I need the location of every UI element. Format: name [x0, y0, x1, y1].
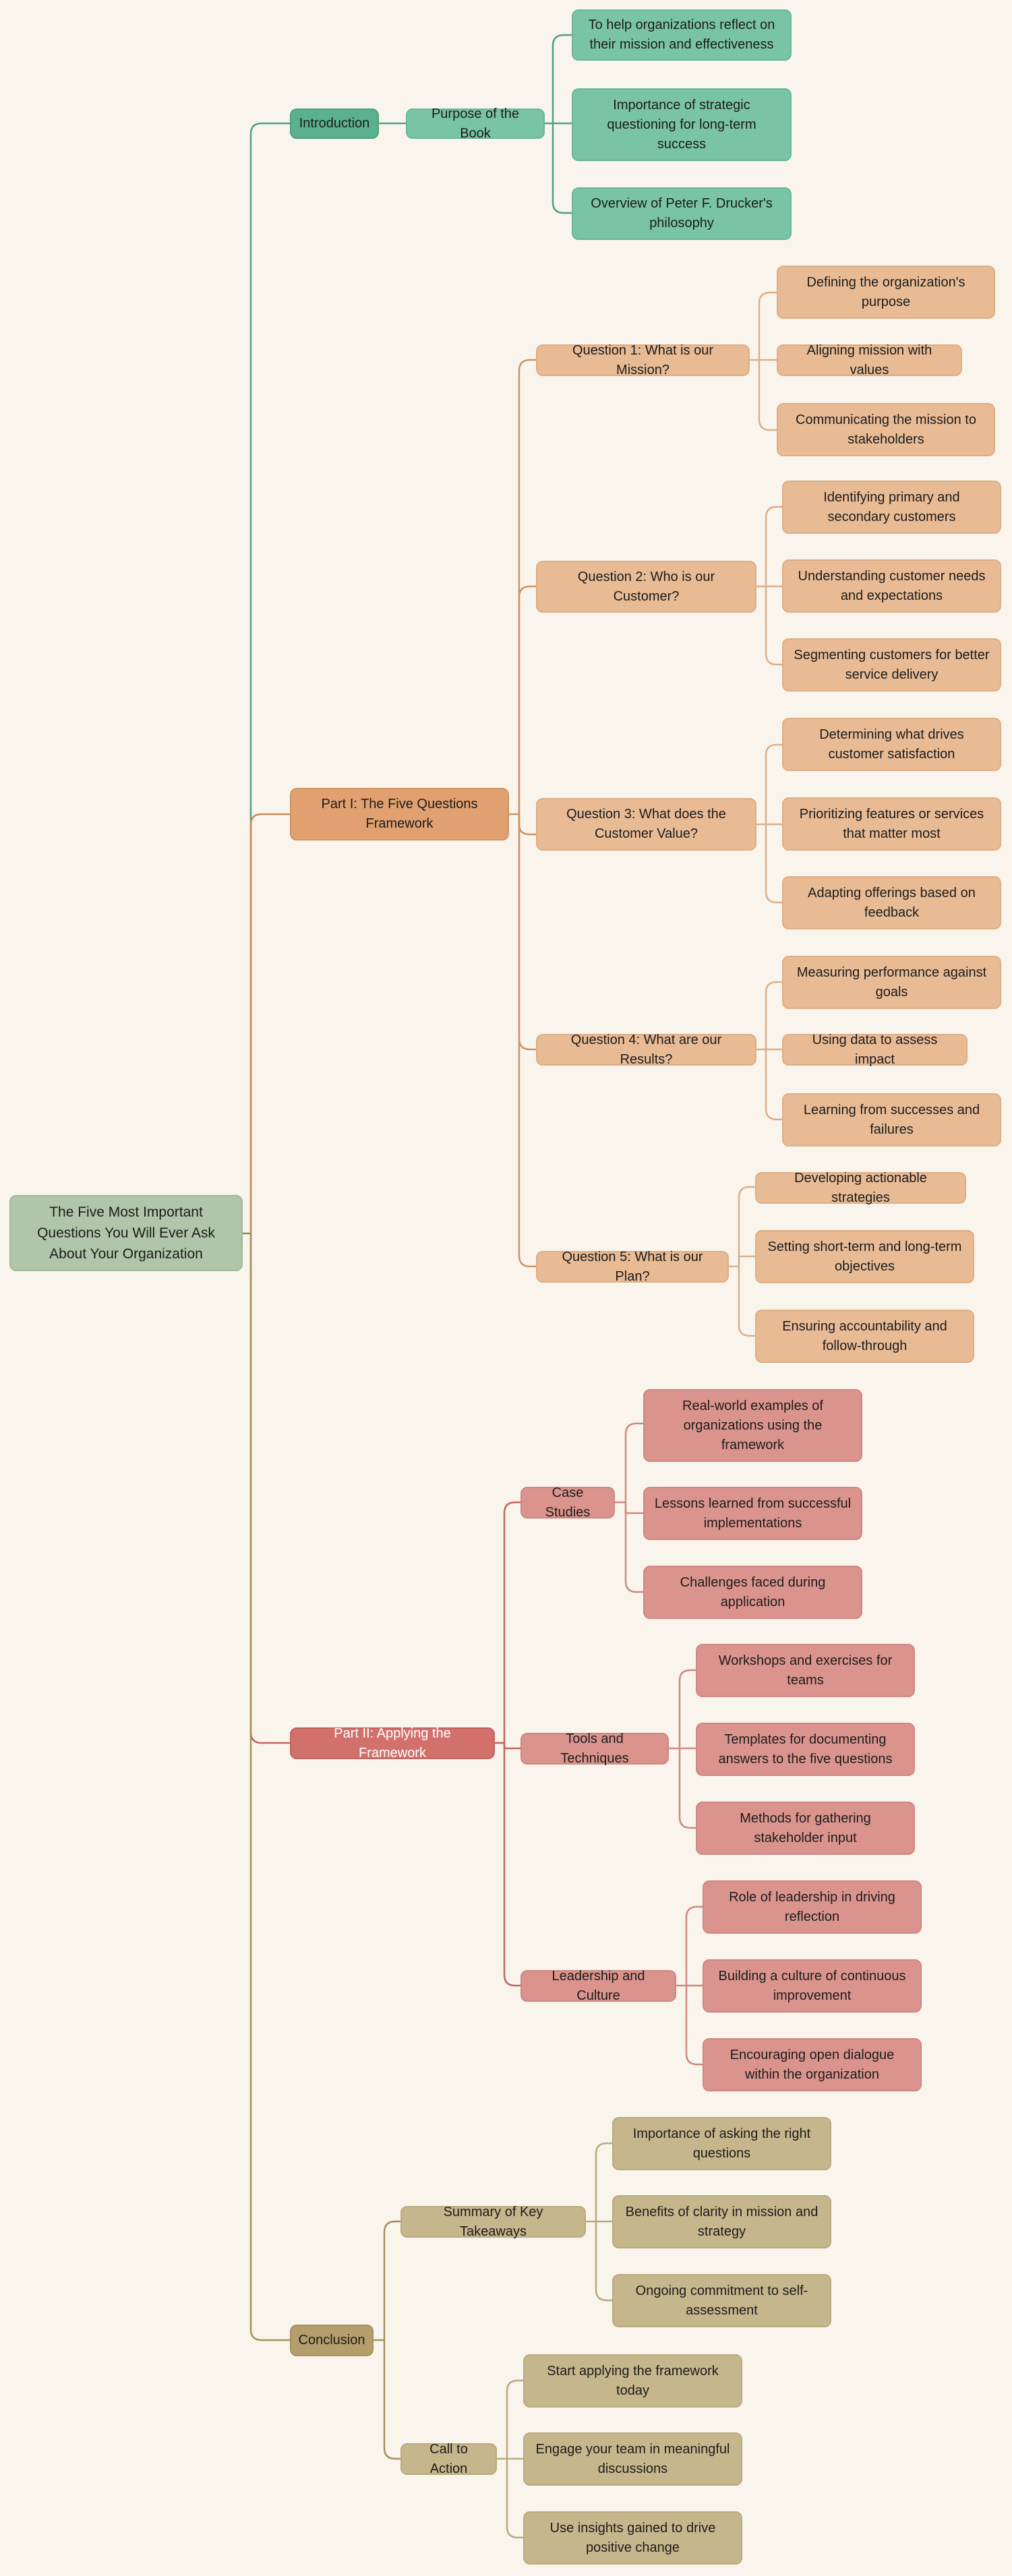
topic-tools-and-techniques[interactable]: Tools and Techniques — [520, 1731, 669, 1766]
subtopic-right-questions[interactable]: Importance of asking the right questions — [612, 2117, 831, 2170]
subtopic-learning-successes[interactable]: Learning from successes and failures — [782, 1093, 1001, 1146]
topic-question-4[interactable]: Question 4: What are our Results? — [536, 1033, 756, 1067]
subtopic-drucker-philosophy[interactable]: Overview of Peter F. Drucker's philosoph… — [572, 187, 792, 240]
topic-purpose-of-the-book[interactable]: Purpose of the Book — [406, 106, 545, 141]
subtopic-challenges-faced[interactable]: Challenges faced during application — [643, 1566, 862, 1619]
subtopic-segmenting-customers[interactable]: Segmenting customers for better service … — [782, 638, 1001, 692]
subtopic-strategic-questioning[interactable]: Importance of strategic questioning for … — [572, 88, 792, 161]
subtopic-gathering-input[interactable]: Methods for gathering stakeholder input — [696, 1802, 915, 1855]
branch-part-two[interactable]: Part II: Applying the Framework — [290, 1726, 495, 1760]
subtopic-clarity-benefits[interactable]: Benefits of clarity in mission and strat… — [612, 2195, 831, 2248]
subtopic-culture-improvement[interactable]: Building a culture of continuous improve… — [703, 1959, 922, 2013]
subtopic-customer-satisfaction[interactable]: Determining what drives customer satisfa… — [782, 718, 1001, 771]
branch-conclusion[interactable]: Conclusion — [290, 2325, 374, 2356]
subtopic-reflect-on-mission[interactable]: To help organizations reflect on their m… — [572, 9, 792, 61]
subtopic-workshops[interactable]: Workshops and exercises for teams — [696, 1644, 915, 1697]
branch-part-one[interactable]: Part I: The Five Questions Framework — [290, 788, 509, 840]
topic-question-1[interactable]: Question 1: What is our Mission? — [536, 343, 750, 377]
subtopic-measuring-performance[interactable]: Measuring performance against goals — [782, 956, 1001, 1009]
subtopic-actionable-strategies[interactable]: Developing actionable strategies — [755, 1171, 966, 1205]
subtopic-role-of-leadership[interactable]: Role of leadership in driving reflection — [703, 1880, 922, 1934]
subtopic-self-assessment[interactable]: Ongoing commitment to self-assessment — [612, 2274, 831, 2327]
topic-question-5[interactable]: Question 5: What is our Plan? — [536, 1250, 729, 1284]
subtopic-setting-objectives[interactable]: Setting short-term and long-term objecti… — [755, 1230, 974, 1283]
root-topic[interactable]: The Five Most Important Questions You Wi… — [9, 1195, 243, 1271]
topic-call-to-action[interactable]: Call to Action — [400, 2442, 497, 2476]
subtopic-ensuring-accountability[interactable]: Ensuring accountability and follow-throu… — [755, 1310, 974, 1363]
subtopic-defining-purpose[interactable]: Defining the organization's purpose — [777, 266, 995, 319]
subtopic-adapting-offerings[interactable]: Adapting offerings based on feedback — [782, 876, 1001, 929]
subtopic-lessons-learned[interactable]: Lessons learned from successful implemen… — [643, 1487, 862, 1540]
subtopic-templates[interactable]: Templates for documenting answers to the… — [696, 1723, 915, 1776]
branch-introduction[interactable]: Introduction — [290, 109, 379, 139]
topic-question-3[interactable]: Question 3: What does the Customer Value… — [536, 798, 756, 851]
topic-leadership-and-culture[interactable]: Leadership and Culture — [520, 1969, 676, 2003]
topic-summary-of-key-takeaways[interactable]: Summary of Key Takeaways — [400, 2205, 586, 2239]
subtopic-customer-needs[interactable]: Understanding customer needs and expecta… — [782, 559, 1001, 613]
subtopic-use-insights[interactable]: Use insights gained to drive positive ch… — [523, 2511, 742, 2565]
subtopic-engage-team[interactable]: Engage your team in meaningful discussio… — [523, 2432, 742, 2486]
subtopic-start-applying[interactable]: Start applying the framework today — [523, 2354, 742, 2408]
subtopic-communicating-mission[interactable]: Communicating the mission to stakeholder… — [777, 403, 995, 456]
subtopic-open-dialogue[interactable]: Encouraging open dialogue within the org… — [703, 2038, 922, 2091]
topic-case-studies[interactable]: Case Studies — [520, 1485, 615, 1520]
subtopic-prioritizing-features[interactable]: Prioritizing features or services that m… — [782, 797, 1001, 851]
subtopic-identifying-customers[interactable]: Identifying primary and secondary custom… — [782, 481, 1001, 534]
subtopic-aligning-mission[interactable]: Aligning mission with values — [777, 343, 962, 377]
subtopic-using-data[interactable]: Using data to assess impact — [782, 1033, 968, 1067]
topic-question-2[interactable]: Question 2: Who is our Customer? — [536, 561, 756, 613]
subtopic-real-world-examples[interactable]: Real-world examples of organizations usi… — [643, 1389, 862, 1462]
